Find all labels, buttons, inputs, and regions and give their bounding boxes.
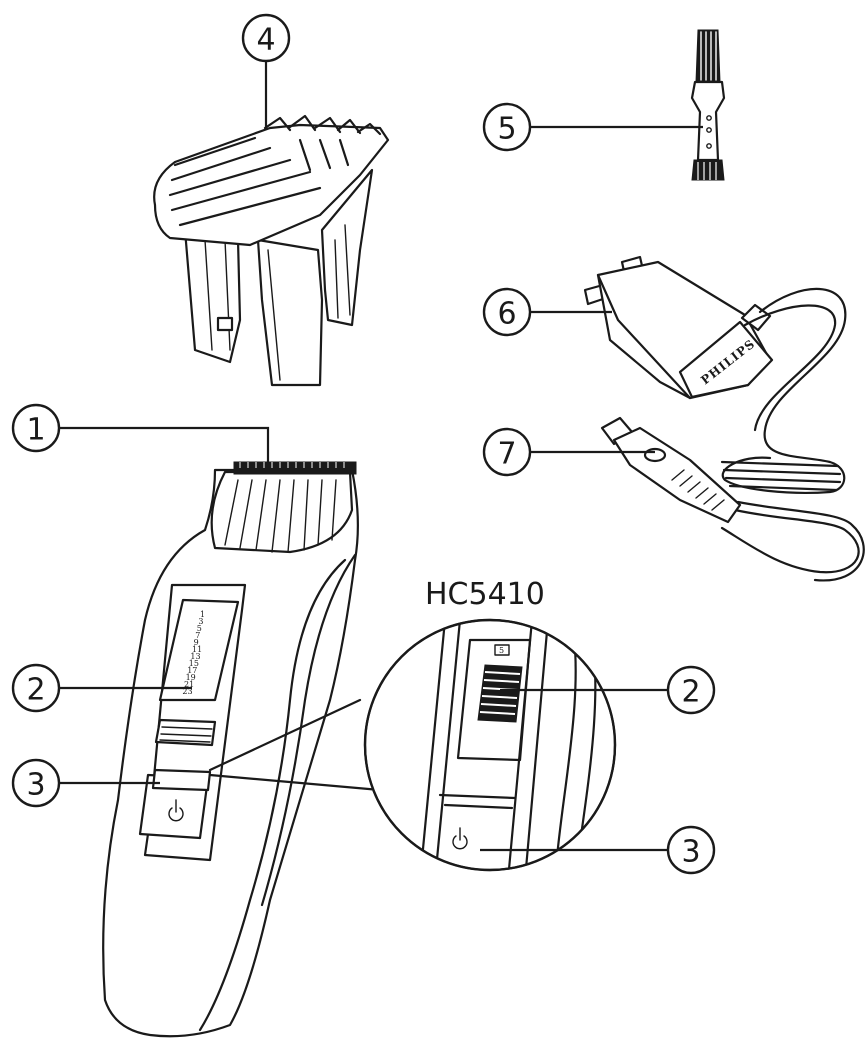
callout-4: 4 <box>241 13 291 63</box>
callout-2-zoom: 2 <box>666 665 716 715</box>
svg-text:3: 3 <box>681 835 700 870</box>
callout-3-zoom: 3 <box>666 825 716 875</box>
svg-text:1: 1 <box>26 413 45 448</box>
length-scale-value: 11 <box>192 645 202 654</box>
svg-text:7: 7 <box>497 437 516 472</box>
svg-text:4: 4 <box>256 23 275 58</box>
svg-text:5: 5 <box>497 112 516 147</box>
svg-text:6: 6 <box>497 297 516 332</box>
leader-lines <box>58 62 703 852</box>
power-cord <box>720 287 865 582</box>
zoom-power-icon <box>452 827 468 850</box>
length-scale-value: 23 <box>182 687 192 696</box>
length-scale-value: 7 <box>195 631 200 640</box>
length-scale-value: 19 <box>186 673 196 682</box>
power-icon <box>168 799 184 822</box>
svg-text:2: 2 <box>26 673 45 708</box>
appliance-plug <box>600 416 742 524</box>
length-scale-value: 3 <box>198 617 203 626</box>
length-scale-value: 13 <box>190 652 200 661</box>
length-scale-value: 15 <box>189 659 199 668</box>
length-scale-value: 9 <box>194 638 199 647</box>
length-scale-value: 17 <box>187 666 197 675</box>
cleaning-brush <box>690 29 726 181</box>
callout-7: 7 <box>482 427 532 477</box>
callout-1: 1 <box>11 403 61 453</box>
power-adapter: PHILIPS <box>583 255 774 400</box>
zoom-scale-marker: 5 <box>499 646 504 655</box>
callout-6: 6 <box>482 287 532 337</box>
length-scale-value: 21 <box>184 680 194 689</box>
length-scale-value: 1 <box>200 610 205 619</box>
callout-2: 2 <box>11 663 61 713</box>
comb-attachment <box>153 114 390 387</box>
callout-5: 5 <box>482 102 532 152</box>
length-scale-value: 5 <box>197 624 202 633</box>
svg-text:3: 3 <box>26 768 45 803</box>
svg-text:2: 2 <box>681 675 700 710</box>
callout-3: 3 <box>11 758 61 808</box>
model-label: HC5410 <box>425 577 545 612</box>
